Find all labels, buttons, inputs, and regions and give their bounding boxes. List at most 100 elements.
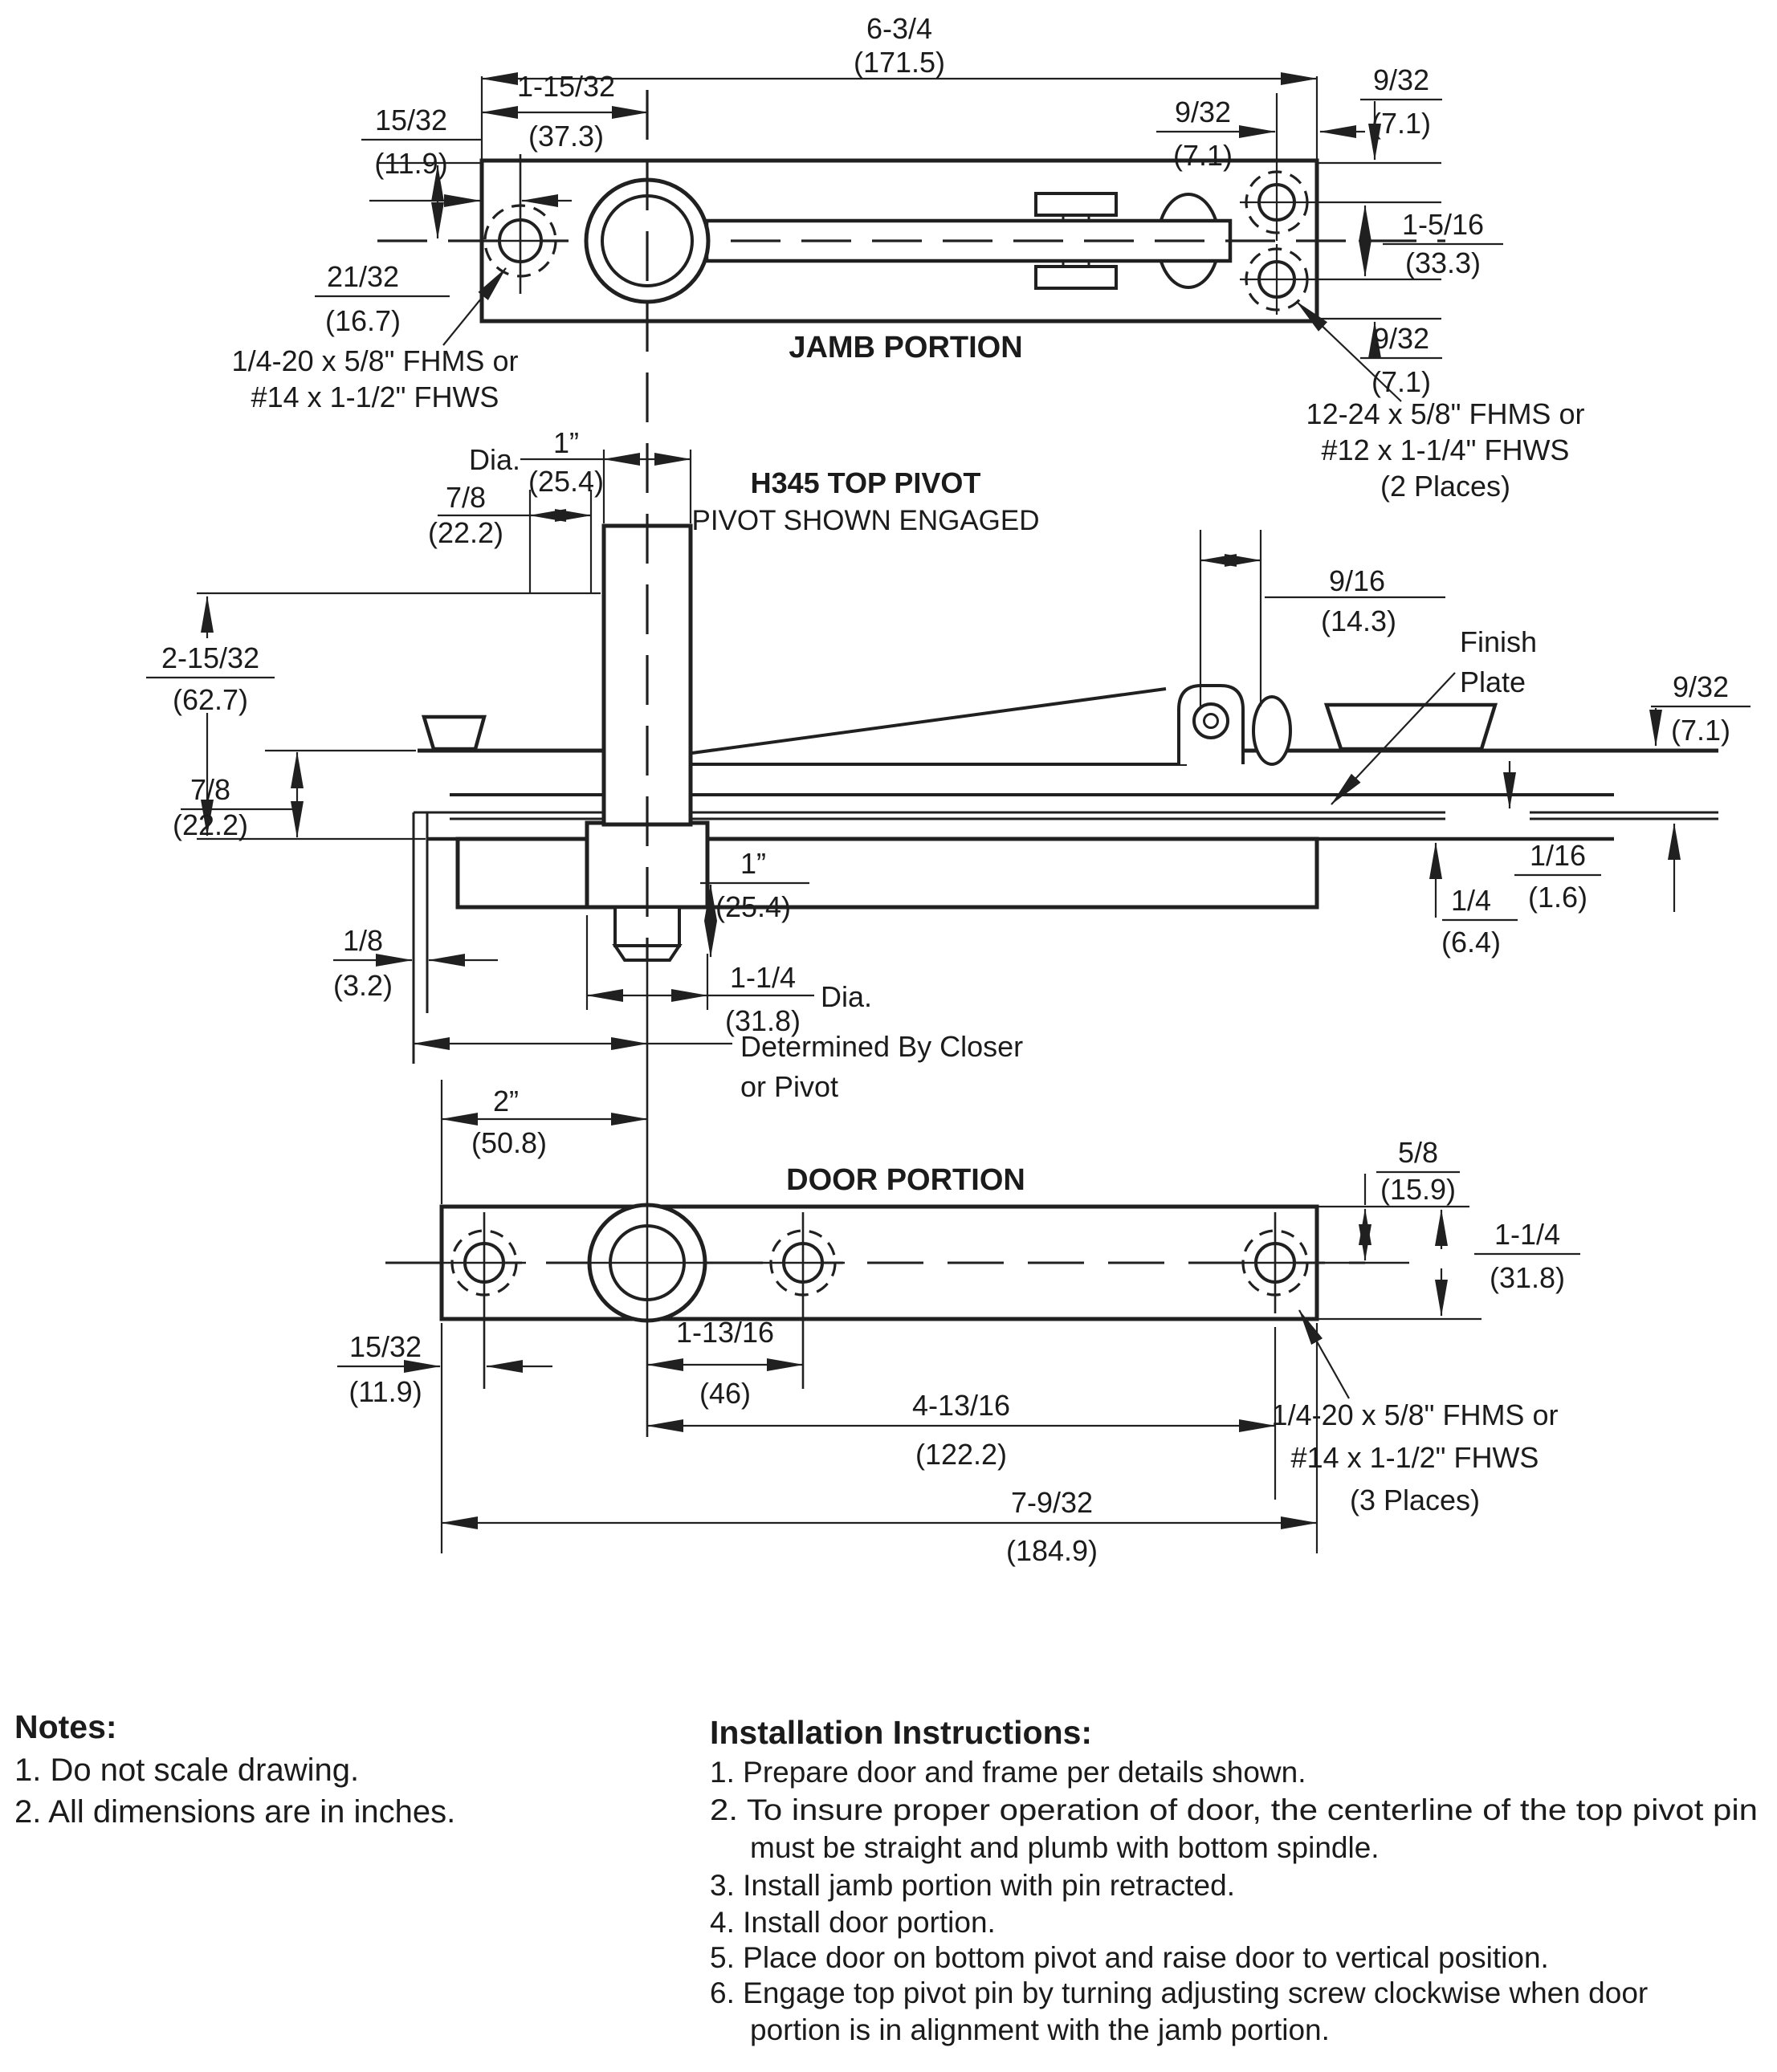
dim-jamb-top-right: 9/32 (7.1) [1360, 63, 1442, 161]
dim-jamb-bottom-right: 9/32 (7.1) [1360, 321, 1442, 398]
instructions-block: Installation Instructions: 1. Prepare do… [710, 1714, 1758, 2046]
dim-clearance: 1/4 (6.4) [1429, 842, 1518, 959]
dim-mm: (22.2) [173, 808, 248, 841]
dim-value: 5/8 [1398, 1136, 1438, 1169]
lever-keeper [1252, 695, 1292, 766]
dim-jamb-width: 6-3/4 (171.5) [481, 12, 1318, 85]
instruction-line-6b: portion is in alignment with the jamb po… [750, 2013, 1330, 2046]
dim-value: 21/32 [327, 260, 399, 293]
determined-line2: or Pivot [740, 1070, 838, 1103]
dim-jamb-hole-vertical: 21/32 (16.7) [315, 165, 450, 337]
dim-mm: (50.8) [471, 1126, 547, 1159]
jamb-screw-note-right: 12-24 x 5/8" FHMS or #12 x 1-1/4" FHWS (… [1296, 301, 1584, 503]
dim-jamb-edge-to-hole: 15/32 (11.9) [361, 104, 572, 207]
dim-mm: (7.1) [1371, 107, 1431, 140]
door-screw-hole-right [1233, 1212, 1409, 1313]
dim-mm: (11.9) [348, 1375, 422, 1408]
flathead-screw-left [421, 714, 487, 751]
dim-mechanism: 9/16 (14.3) [1199, 530, 1445, 706]
dim-tip: 1” (25.4) [700, 847, 809, 958]
door-portion-label: DOOR PORTION [786, 1163, 1025, 1197]
door-screw-note: 1/4-20 x 5/8" FHMS or #14 x 1-1/2" FHWS … [1272, 1309, 1558, 1516]
dim-jamb-width-value: 6-3/4 [866, 12, 932, 45]
dim-mm: (16.7) [325, 304, 401, 337]
instruction-line-2: 2. To insure proper operation of door, t… [710, 1793, 1758, 1826]
instruction-line-5: 5. Place door on bottom pivot and raise … [710, 1941, 1549, 1974]
dim-finish-thickness: 1/16 (1.6) [1503, 761, 1681, 914]
screw-note-line2: #14 x 1-1/2" FHWS [251, 381, 499, 413]
top-pivot-section-view: H345 TOP PIVOT PIVOT SHOWN ENGAGED [146, 426, 1751, 1204]
instructions-title: Installation Instructions: [710, 1714, 1092, 1751]
jamb-portion-label: JAMB PORTION [789, 331, 1022, 364]
dim-value: 9/16 [1329, 564, 1385, 597]
dim-body-diameter: 1-1/4 (31.8) Dia. [585, 915, 872, 1037]
finish-plate-line1: Finish [1460, 625, 1537, 658]
determined-line1: Determined By Closer [740, 1030, 1023, 1063]
dim-value: 4-13/16 [912, 1389, 1010, 1422]
instruction-line-6: 6. Engage top pivot pin by turning adjus… [710, 1976, 1648, 2009]
screw-note-line2: #12 x 1-1/4" FHWS [1322, 434, 1570, 466]
dim-mm: (62.7) [173, 683, 248, 716]
dim-engagement: 2-15/32 (62.7) [146, 596, 275, 837]
dim-value: 1-15/32 [517, 70, 615, 103]
dim-value: 1” [553, 426, 579, 459]
dim-value: 1-1/4 [730, 961, 796, 994]
jamb-screw-hole-left [480, 154, 562, 294]
dim-value: 1” [740, 847, 766, 880]
dim-value: 1-5/16 [1402, 208, 1484, 241]
dim-value: 1-1/4 [1494, 1218, 1560, 1251]
door-screw-hole-left [443, 1212, 526, 1389]
dim-mm: (7.1) [1173, 139, 1233, 172]
dim-jamb-width-mm: (171.5) [854, 46, 945, 79]
dim-value: 15/32 [349, 1330, 422, 1363]
dim-value: 9/32 [1373, 63, 1429, 96]
dim-value: 2-15/32 [161, 641, 259, 674]
dim-door-top-to-center: 5/8 (15.9) [1359, 1136, 1460, 1261]
adjusting-lever [691, 684, 1292, 766]
dim-gap: 7/8 (22.2) [173, 749, 426, 841]
dim-value: 1/8 [343, 924, 383, 957]
dim-jamb-hole-to-edge: 9/32 (7.1) [1156, 96, 1365, 172]
notes-block: Notes: 1. Do not scale drawing. 2. All d… [14, 1708, 455, 1830]
dim-value: 9/32 [1373, 322, 1429, 355]
dim-door-total: 7-9/32 (184.9) [441, 1486, 1318, 1567]
notes-item-1: 1. Do not scale drawing. [14, 1752, 359, 1788]
instruction-line-2b: must be straight and plumb with bottom s… [750, 1831, 1380, 1864]
dim-mm: (184.9) [1006, 1534, 1098, 1567]
pivot-subtitle: PIVOT SHOWN ENGAGED [691, 505, 1039, 536]
lever-pin [1192, 702, 1229, 739]
dim-mm: (31.8) [1490, 1261, 1565, 1294]
dim-shaft-diameter: 7/8 (22.2) [197, 481, 601, 595]
dim-door-center-to-right: 4-13/16 (122.2) [646, 1389, 1276, 1471]
dim-mm: (3.2) [333, 969, 393, 1002]
dim-mm: (15.9) [1380, 1173, 1456, 1206]
dim-value: 7/8 [446, 481, 486, 514]
notes-item-2: 2. All dimensions are in inches. [14, 1794, 455, 1830]
finish-plate-line2: Plate [1460, 666, 1526, 698]
dim-mm: (122.2) [915, 1438, 1007, 1471]
dim-mm: (37.3) [528, 120, 604, 153]
screw-note-line1: 1/4-20 x 5/8" FHMS or [232, 344, 519, 377]
dim-pin-diameter: Dia. 1” (25.4) [469, 426, 692, 523]
dim-mm: (22.2) [428, 516, 503, 549]
dim-door-center-to-hole: 1-13/16 (46) [646, 1316, 804, 1410]
jamb-screw-note-left: 1/4-20 x 5/8" FHMS or #14 x 1-1/2" FHWS [232, 267, 519, 413]
determined-note: Determined By Closer or Pivot [413, 1030, 1023, 1103]
dim-value: 15/32 [375, 104, 447, 136]
dim-value: 1/16 [1530, 839, 1586, 872]
instruction-line-4: 4. Install door portion. [710, 1906, 996, 1939]
dim-value: 1-13/16 [676, 1316, 774, 1349]
jamb-screw-hole-top-right [1240, 93, 1441, 241]
dim-door-edge-to-hole: 15/32 (11.9) [337, 1330, 552, 1408]
instruction-line-3: 3. Install jamb portion with pin retract… [710, 1869, 1235, 1902]
screw-note-line2: #14 x 1-1/2" FHWS [1291, 1441, 1539, 1474]
notes-title: Notes: [14, 1708, 117, 1745]
dim-value: 9/32 [1673, 670, 1729, 703]
flathead-screw-right [1323, 702, 1498, 751]
dim-mm: (25.4) [528, 465, 604, 498]
dim-mm: (6.4) [1441, 926, 1501, 959]
dim-value: 1/4 [1451, 884, 1491, 917]
dim-door-height: 1-1/4 (31.8) [1435, 1209, 1580, 1317]
